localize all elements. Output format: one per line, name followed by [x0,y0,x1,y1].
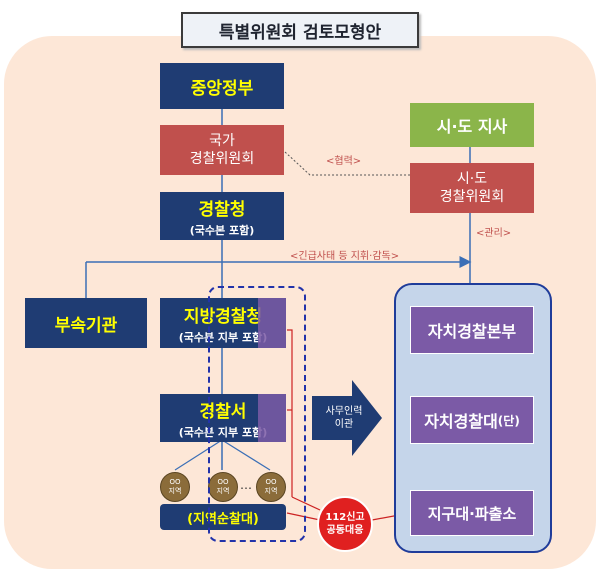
police-station-name: 경찰서 [199,401,247,422]
cooperation-label: <협력> [326,156,362,167]
local-police-box: 지구대·파출소 [410,490,534,536]
autonomous-police-hq-box: 자치경찰본부 [410,306,534,354]
regional-patrol-box: (지역순찰대) [160,504,286,530]
provincial-agency-accent [258,298,286,348]
dashed-group-outline [208,286,306,542]
district-circle: OO 지역 [160,472,190,502]
police-agency-sub: (국수본 포함) [189,223,255,237]
district-line2: 지역 [216,487,230,495]
sido-governor-box: 시·도 지사 [410,103,534,147]
district-line2: 지역 [264,487,278,495]
central-government-box: 중앙정부 [160,63,284,109]
district-line1: OO [169,478,181,486]
provincial-agency-sub: (국수본 지부 포함) [178,330,268,344]
police-agency-box: 경찰청 (국수본 포함) [160,192,284,240]
call-112-line1: 112신고 [325,512,365,523]
emergency-label: <긴급사태 등 지휘·감독> [290,251,400,262]
page-title: 특별위원회 검토모형안 [181,12,419,48]
sido-committee-line1: 시·도 [456,171,488,187]
transfer-line1: 사무인력 [325,406,363,417]
sido-committee-line2: 경찰위원회 [439,189,505,205]
transfer-line2: 이관 [334,419,354,430]
transfer-label: 사무인력 이관 [316,405,372,431]
call-112-line2: 공동대응 [326,525,364,536]
affiliated-institution-box: 부속기관 [25,298,147,348]
national-committee-line1: 국가 [209,133,235,149]
national-police-committee-box: 국가 경찰위원회 [160,125,284,175]
district-circle: OO 지역 [208,472,238,502]
district-ellipsis: … [240,478,252,492]
autonomous-unit-suffix: (단) [497,413,520,428]
police-station-sub: (국수본 지부 포함) [178,425,268,439]
sido-police-committee-box: 시·도 경찰위원회 [410,163,534,213]
call-112-circle: 112신고 공동대응 [317,496,373,552]
police-station-accent [258,394,286,442]
district-line2: 지역 [168,487,182,495]
autonomous-police-unit-box: 자치경찰대(단) [410,396,534,444]
district-line1: OO [217,478,229,486]
district-circle: OO 지역 [256,472,286,502]
autonomous-unit-name: 자치경찰대 [424,412,498,431]
national-committee-line2: 경찰위원회 [189,151,255,167]
district-line1: OO [265,478,277,486]
management-label: <관리> [476,228,512,239]
provincial-agency-name: 지방경찰청 [183,306,263,327]
police-agency-name: 경찰청 [198,199,246,220]
transfer-arrow [312,380,382,456]
